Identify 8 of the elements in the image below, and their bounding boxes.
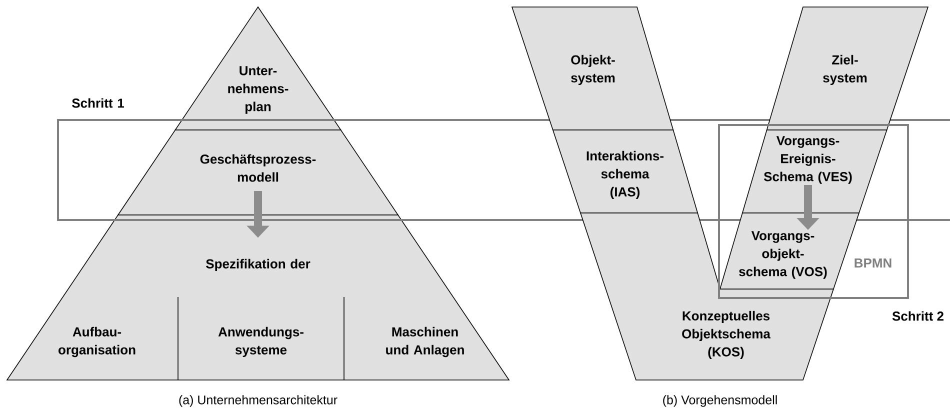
pyramid-section: Maschinen und Anlagen — [386, 326, 464, 358]
caption: (a) Unternehmensarchitektur — [179, 395, 338, 407]
step-label: Schritt 2 — [892, 311, 944, 321]
pyramid-section: Anwendungs- systeme — [218, 326, 304, 358]
step-label: Schritt 1 — [72, 98, 124, 108]
pyramid-section: Aufbau- organisation — [58, 326, 136, 358]
caption: (b) Vorgehensmodell — [663, 395, 777, 407]
v-segment: Ziel- system — [766, 6, 929, 130]
